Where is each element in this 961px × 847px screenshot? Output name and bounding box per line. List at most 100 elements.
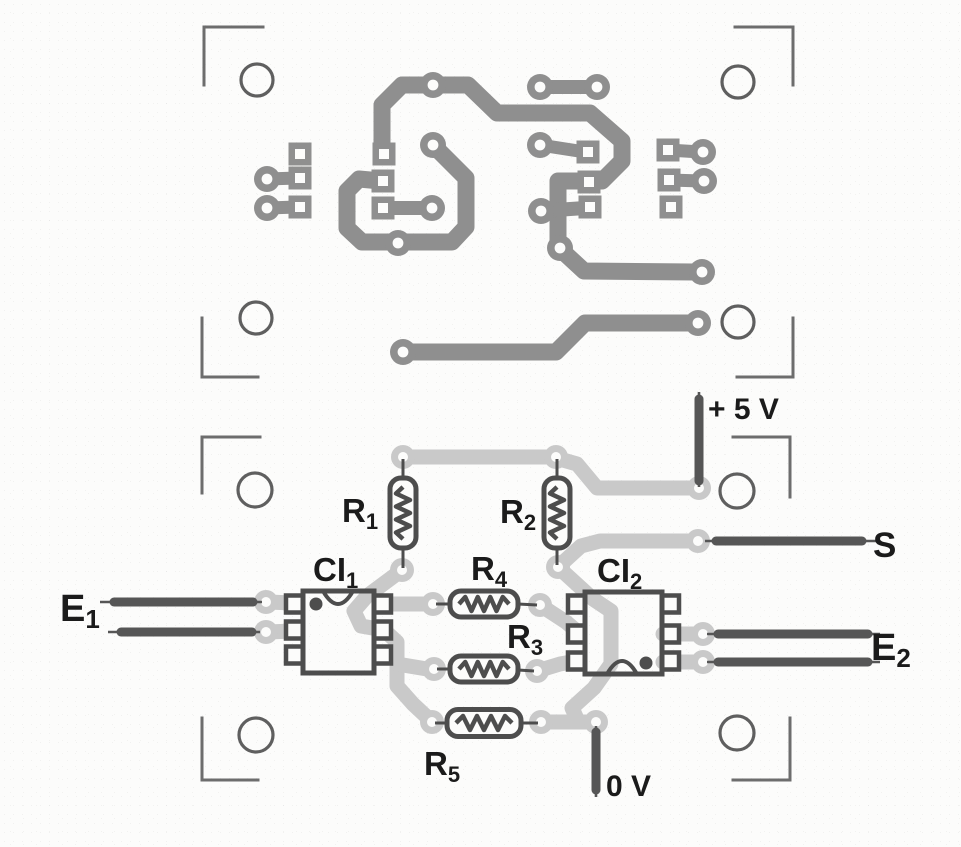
component-side-view <box>100 392 880 797</box>
ic-pin <box>371 593 394 615</box>
resistor-lead <box>517 668 535 673</box>
pad-hole <box>295 149 305 159</box>
mounting-hole <box>239 62 275 98</box>
mounting-hole <box>718 472 756 510</box>
label-R1: R1 <box>342 492 378 534</box>
label-R5: R5 <box>424 745 460 787</box>
pad-hole <box>427 717 437 727</box>
pad-hole <box>536 717 546 727</box>
pad-hole <box>261 597 271 607</box>
copper-trace <box>424 76 631 254</box>
pad-hole <box>698 629 708 639</box>
ghost-copper-trace <box>550 533 698 575</box>
pad-hole <box>398 452 408 462</box>
pad-hole <box>295 202 305 212</box>
pad-hole <box>698 657 708 667</box>
ic-body <box>582 589 665 677</box>
pad-hole <box>532 666 542 676</box>
pad-hole <box>663 145 673 155</box>
ic-pin <box>659 593 682 615</box>
copper-trace <box>394 314 706 361</box>
ic-pin <box>371 619 394 641</box>
pad-hole <box>585 202 595 212</box>
copper-trace <box>338 136 475 251</box>
ic-pin <box>659 623 682 645</box>
pad-hole <box>261 173 273 185</box>
label-CI2: CI2 <box>597 552 642 594</box>
ic-notch <box>321 589 355 606</box>
ic-pin <box>565 623 588 645</box>
label-R2: R2 <box>500 493 536 535</box>
pad-hole <box>429 664 439 674</box>
pad-hole <box>535 600 545 610</box>
pad-hole <box>591 717 601 727</box>
pad-hole <box>534 139 546 151</box>
pad-hole <box>261 627 271 637</box>
ghost-copper-trace <box>389 656 435 677</box>
label-S: S <box>873 526 896 565</box>
resistor-zigzag <box>457 594 511 614</box>
pad-hole <box>428 599 438 609</box>
pad-hole <box>397 346 409 358</box>
resistor-R3 <box>437 653 535 685</box>
pad-hole <box>693 536 703 546</box>
mounting-hole <box>237 716 275 754</box>
ic-body <box>300 588 377 676</box>
mounting-hole <box>720 304 756 340</box>
ic-pin <box>565 650 588 672</box>
mounting-hole <box>238 300 274 336</box>
copper-trace <box>549 238 703 281</box>
ic-notch <box>605 659 639 676</box>
label-plus5v: + 5 V <box>708 393 779 426</box>
mounting-hole <box>718 714 756 752</box>
resistor-lead <box>517 602 538 607</box>
pad-hole <box>379 149 389 159</box>
ic-pin <box>371 644 394 666</box>
ic-pin <box>283 593 306 615</box>
label-R3: R3 <box>507 618 543 660</box>
ic-pin <box>283 619 306 641</box>
copper-side-view <box>200 25 795 379</box>
resistor-zigzag <box>547 485 567 541</box>
pad-hole <box>696 266 708 278</box>
copper-trace <box>373 76 442 157</box>
resistor-zigzag <box>457 659 511 679</box>
pad-hole <box>534 81 546 93</box>
pad-hole <box>554 242 566 254</box>
label-E1: E1 <box>60 588 100 634</box>
pad-hole <box>591 81 603 93</box>
pad-hole <box>666 202 676 212</box>
pad-hole <box>584 177 594 187</box>
resistor-R2 <box>541 459 573 565</box>
mounting-hole <box>236 471 274 509</box>
pad-hole <box>535 205 547 217</box>
ic-CI2 <box>565 589 682 677</box>
ic-pin1-dot <box>309 597 323 611</box>
pad-hole <box>692 317 704 329</box>
resistor-R4 <box>436 588 538 620</box>
ic-pin <box>659 650 682 672</box>
resistor-zigzag <box>393 485 413 541</box>
label-E2: E2 <box>871 627 911 673</box>
pad-hole <box>378 203 388 213</box>
pad-hole <box>664 175 674 185</box>
pad-hole <box>392 237 404 249</box>
ghost-copper-trace <box>548 450 700 496</box>
pad-hole <box>698 175 710 187</box>
ic-pin <box>565 593 588 615</box>
pad-hole <box>378 176 388 186</box>
resistor-R5 <box>435 707 538 739</box>
pad-hole <box>426 202 438 214</box>
mounting-hole <box>720 64 756 100</box>
pad-hole <box>694 483 704 493</box>
ic-pin1-dot <box>639 656 653 670</box>
resistor-R1 <box>387 459 419 568</box>
ghost-copper-trace <box>346 562 410 638</box>
label-0v: 0 V <box>606 770 651 803</box>
pad-hole <box>427 79 439 91</box>
pad-hole <box>583 147 593 157</box>
ghost-copper-trace <box>550 559 619 727</box>
